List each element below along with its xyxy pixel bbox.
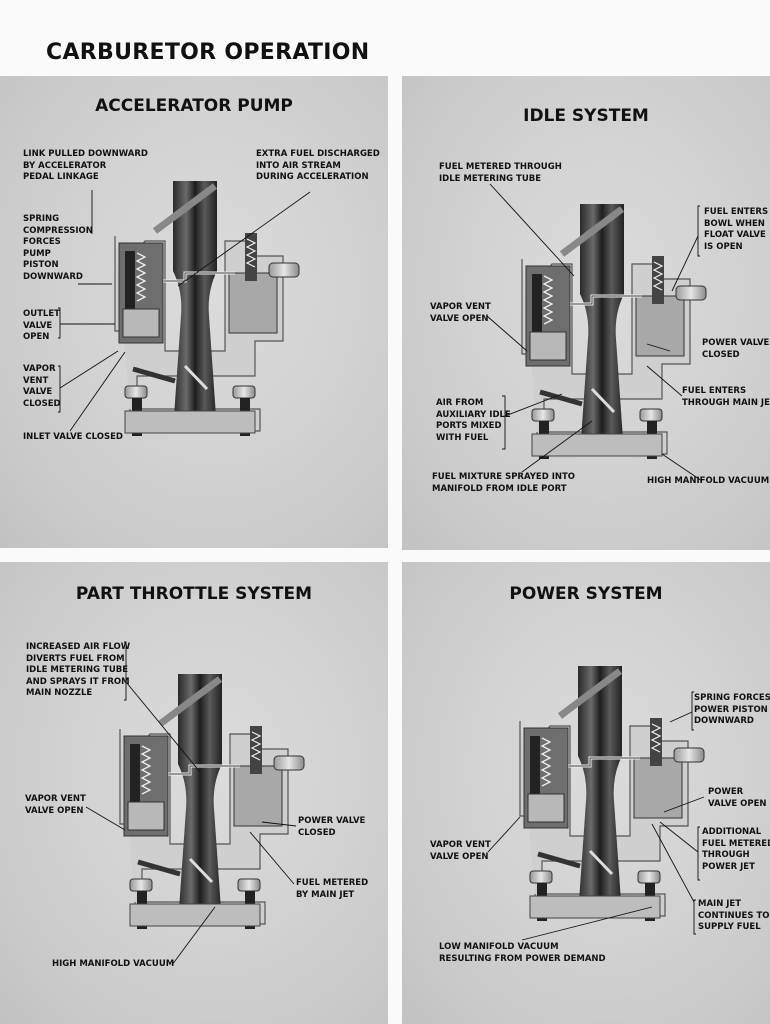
label-fuel-metered-main-jet: FUEL METERED BY MAIN JET <box>296 878 369 900</box>
label-fuel-mixture-sprayed: FUEL MIXTURE SPRAYED INTO MANIFOLD FROM … <box>432 472 576 494</box>
label-spring-compression: SPRING COMPRESSION FORCES PUMP PISTON DO… <box>23 214 93 282</box>
panel-idle-system: IDLE SYSTEM FUEL METERED THROUGH IDLE ME… <box>402 76 770 550</box>
carburetor-diagram <box>486 183 770 482</box>
label-power-valve-closed: POWER VALVE CLOSED <box>702 338 770 360</box>
panel-title: PART THROTTLE SYSTEM <box>75 584 313 604</box>
carburetor-diagram <box>58 76 311 548</box>
panel-title: POWER SYSTEM <box>509 584 663 604</box>
label-high-manifold-vacuum: HIGH MANIFOLD VACUUM <box>647 476 770 486</box>
label-link-pulled: LINK PULLED DOWNWARD BY ACCELERATOR PEDA… <box>23 149 148 182</box>
label-inlet-valve: INLET VALVE CLOSED <box>23 432 123 442</box>
label-vapor-vent-open: VAPOR VENT VALVE OPEN <box>430 302 491 324</box>
label-increased-air-flow: INCREASED AIR FLOW DIVERTS FUEL FROM IDL… <box>26 642 131 698</box>
label-vapor-vent-open: VAPOR VENT VALVE OPEN <box>430 840 491 862</box>
label-fuel-enters-main-jet: FUEL ENTERS THROUGH MAIN JET <box>682 386 770 408</box>
label-vapor-vent-closed: VAPOR VENT VALVE CLOSED <box>23 364 61 409</box>
label-power-valve-open: POWER VALVE OPEN <box>708 787 767 809</box>
panel-power-system: POWER SYSTEM SPRING FORCES POWER PISTON … <box>402 562 770 1024</box>
carburetor-diagram <box>85 641 388 966</box>
label-outlet-valve: OUTLET VALVE OPEN <box>23 309 60 342</box>
label-vapor-vent-open: VAPOR VENT VALVE OPEN <box>25 794 86 816</box>
label-spring-forces-power: SPRING FORCES POWER PISTON DOWNWARD <box>694 693 770 726</box>
label-extra-fuel: EXTRA FUEL DISCHARGED INTO AIR STREAM DU… <box>256 149 380 182</box>
label-fuel-metered-idle: FUEL METERED THROUGH IDLE METERING TUBE <box>439 162 562 184</box>
carburetor-diagram <box>487 562 770 941</box>
label-high-manifold-vacuum: HIGH MANIFOLD VACUUM <box>52 959 175 969</box>
label-additional-fuel: ADDITIONAL FUEL METERED THROUGH POWER JE… <box>702 827 770 872</box>
panel-part-throttle-system: PART THROTTLE SYSTEM INCREASED AIR FLOW … <box>0 562 388 1024</box>
label-low-manifold-vacuum: LOW MANIFOLD VACUUM RESULTING FROM POWER… <box>439 942 606 964</box>
label-fuel-enters-bowl: FUEL ENTERS BOWL WHEN FLOAT VALVE IS OPE… <box>704 207 769 252</box>
panel-accelerator-pump: ACCELERATOR PUMP LINK PULLED DOWNWARD BY… <box>0 76 388 548</box>
label-main-jet-continues: MAIN JET CONTINUES TO SUPPLY FUEL <box>698 899 770 932</box>
label-air-from-auxiliary: AIR FROM AUXILIARY IDLE PORTS MIXED WITH… <box>436 398 511 443</box>
panel-title: IDLE SYSTEM <box>523 106 649 126</box>
panel-title: ACCELERATOR PUMP <box>95 96 293 116</box>
label-power-valve-closed: POWER VALVE CLOSED <box>298 816 366 838</box>
page-title: CARBURETOR OPERATION <box>46 40 370 65</box>
